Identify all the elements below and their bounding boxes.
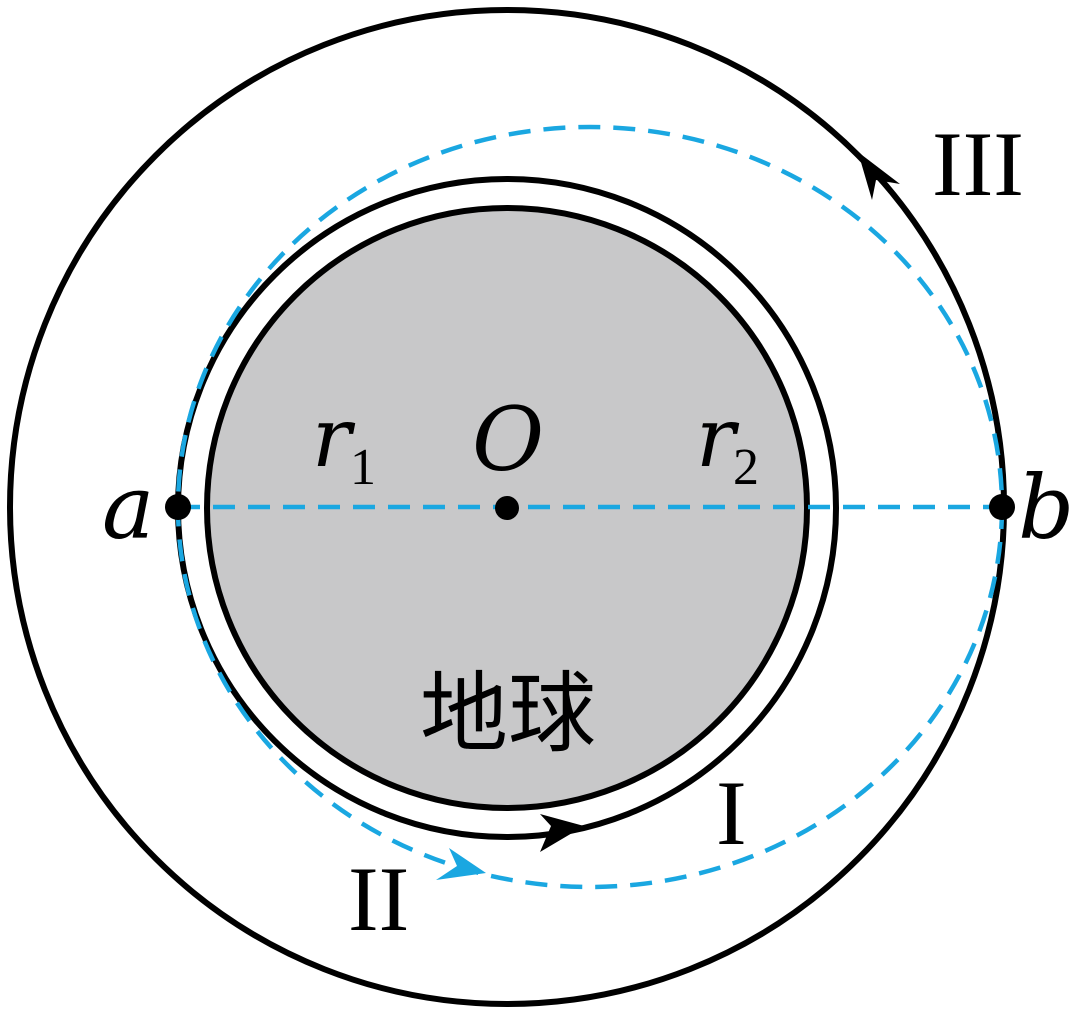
center-o-dot (495, 496, 519, 520)
label-orbit-2: II (348, 848, 409, 950)
point-a-dot (165, 494, 191, 520)
orbit-1-arrow-icon (540, 814, 584, 852)
label-center-o: O (472, 388, 544, 491)
label-r2-main: r (696, 391, 740, 486)
orbit-3-arrow-icon (858, 152, 900, 200)
label-orbit-1: I (716, 762, 747, 864)
label-r2: r (696, 391, 740, 486)
point-b-dot (989, 494, 1015, 520)
label-a: a (102, 456, 154, 559)
label-orbit-3: III (932, 113, 1024, 215)
label-earth: 地球 (420, 662, 596, 765)
label-r1-main: r (312, 391, 356, 486)
orbit-2-arrow-icon (436, 848, 486, 880)
label-r1-subscript: 1 (350, 439, 376, 496)
label-b: b (1018, 456, 1074, 559)
label-r2-subscript: 2 (733, 439, 759, 496)
label-r1: r (312, 391, 356, 486)
